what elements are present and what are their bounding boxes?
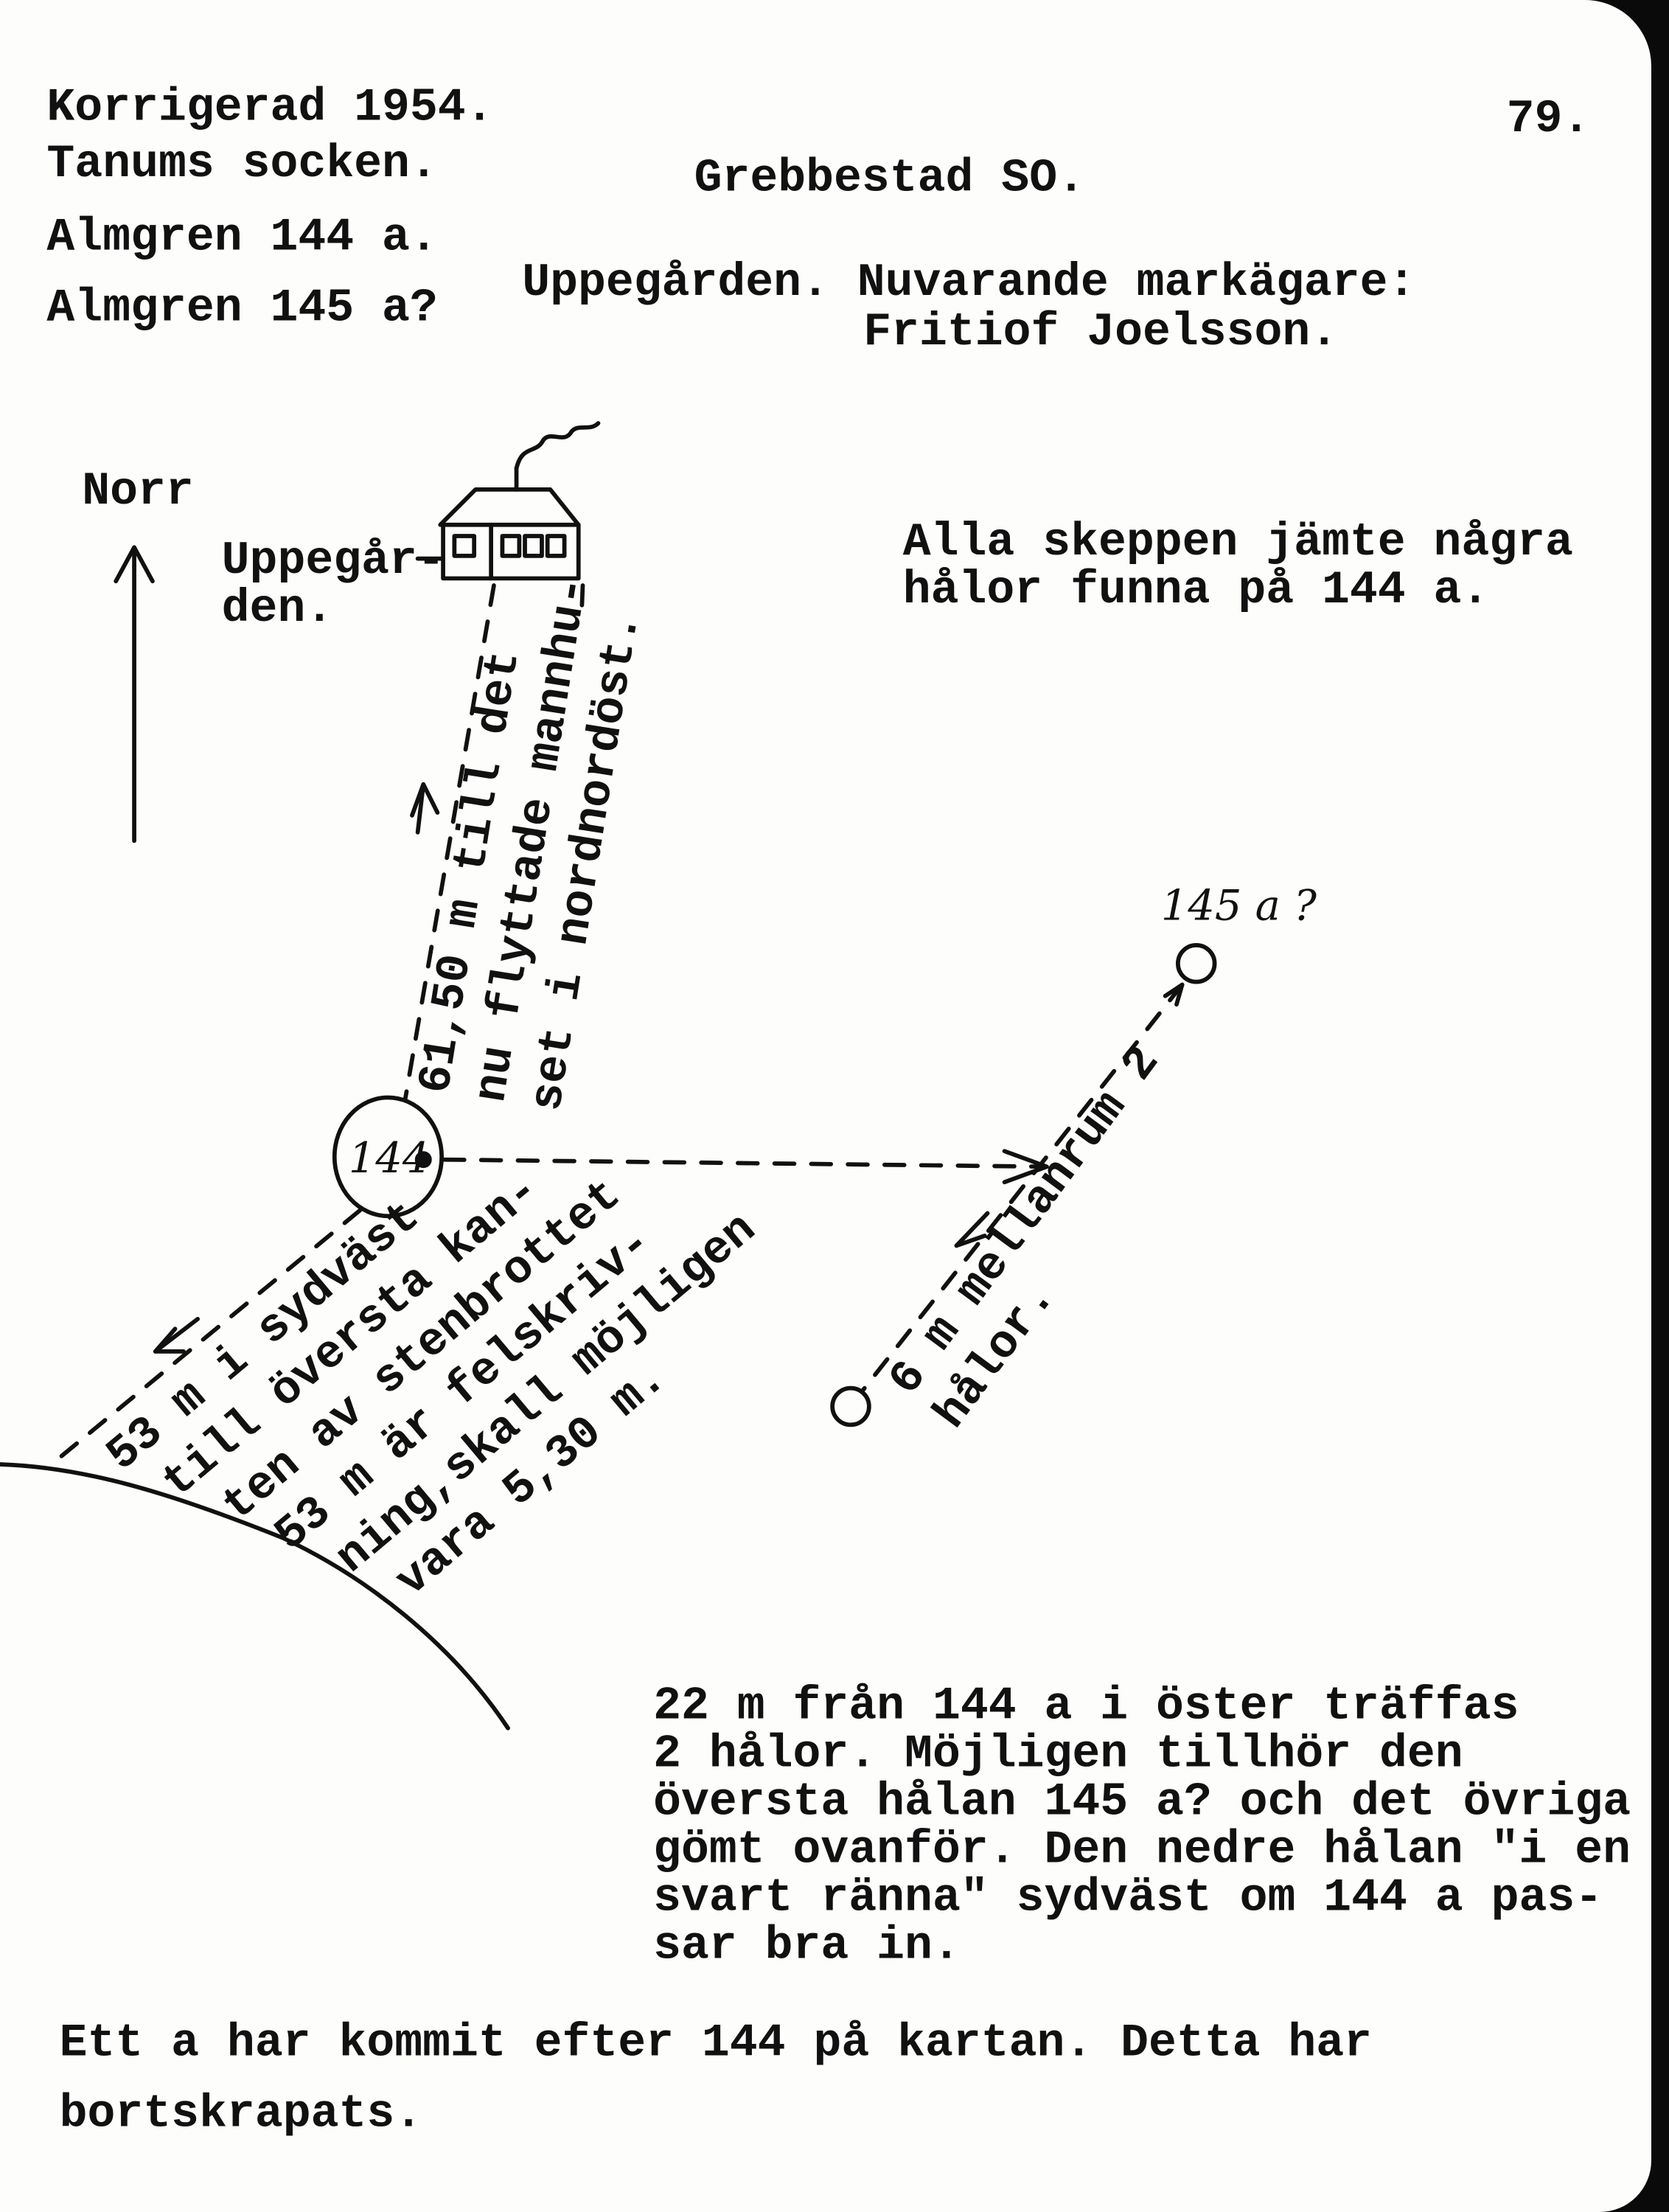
almgren-144: Almgren 144 a. <box>46 211 437 264</box>
paragraph-line: gömt ovanför. Den nedre hålan "i en <box>653 1823 1631 1877</box>
farmhouse-icon <box>438 421 601 581</box>
paragraph-line: svart ränna" sydväst om 144 a pas- <box>653 1871 1603 1924</box>
site-144-marker: 144 <box>332 1095 445 1219</box>
footer-line: bortskrapats. <box>60 2087 422 2140</box>
arrow-east-icon <box>1002 1149 1049 1185</box>
farm-label-line2: den. <box>222 582 334 635</box>
arrow-sw-head <box>954 1234 987 1248</box>
spacing-note: 6 m mellanrum 2 hålor. <box>879 1037 1171 1439</box>
quarry-edge <box>0 1462 510 1731</box>
finds-note-line2: hålor funna på 144 a. <box>903 563 1490 616</box>
arrow-southwest-icon <box>153 1326 186 1354</box>
route-house-to-144 <box>403 583 496 1103</box>
almgren-145: Almgren 145 a? <box>46 281 437 334</box>
arrow-sw-shaft <box>954 1211 990 1248</box>
north-arrow-icon <box>114 545 155 844</box>
paragraph-line: 22 m från 144 a i öster träffas <box>653 1679 1519 1732</box>
footer-note: Ett a har kommit efter 144 på kartan. De… <box>60 2017 1372 2140</box>
finds-note-line1: Alla skeppen jämte några <box>903 515 1573 568</box>
body-paragraph: 22 m från 144 a i öster träffas 2 hålor.… <box>653 1679 1631 1972</box>
route-southwest <box>54 1208 363 1463</box>
paragraph-line: sar bra in. <box>653 1919 961 1972</box>
route-east <box>442 1157 1046 1169</box>
north-label: Norr <box>82 465 194 518</box>
parish: Tanums socken. <box>46 137 437 190</box>
paragraph-line: 2 hålor. Möjligen tillhör den <box>653 1727 1463 1780</box>
page-number: 79. <box>1507 92 1591 145</box>
arrow-ne-icon <box>1163 982 1185 1007</box>
southwest-note: 53 m i sydväst till översta kan- ten av … <box>97 1163 767 1607</box>
paragraph-line: översta hålan 145 a? och det övriga <box>653 1775 1631 1828</box>
footer-line: Ett a har kommit efter 144 på kartan. De… <box>60 2017 1372 2070</box>
site-145-marker <box>1176 943 1217 984</box>
correction-note: Korrigerad 1954. <box>46 81 493 134</box>
owner-name: Fritiof Joelsson. <box>863 305 1338 358</box>
arrow-north-shaft <box>415 782 426 835</box>
house-corner-tick <box>579 583 585 623</box>
site-145-label: 145 a ? <box>1161 880 1317 930</box>
farm-label-line1: Uppegår- <box>222 534 445 587</box>
north-distance-note: 61,50 m till det nu flyttade mannhu- set… <box>408 573 651 1114</box>
farm-owner-label: Uppegården. Nuvarande markägare: <box>522 256 1415 309</box>
lower-hole-marker <box>830 1385 871 1427</box>
map-sheet: Grebbestad SO. <box>694 151 1085 204</box>
route-between-holes <box>861 982 1185 1392</box>
